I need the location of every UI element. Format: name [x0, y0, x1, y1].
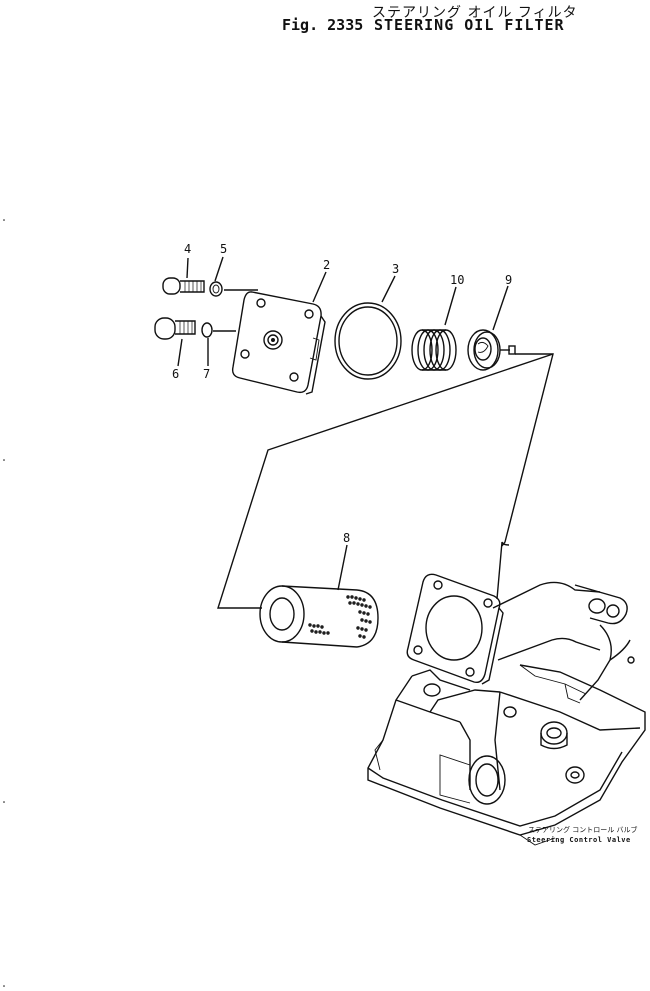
callout-5: 5 [220, 242, 228, 256]
valve-label-english: Steering Control Valve [527, 836, 631, 844]
filter-element-part-8 [259, 585, 379, 648]
leader-6 [177, 338, 183, 367]
leader-9 [492, 285, 509, 331]
valve-part-9 [467, 329, 516, 371]
steering-control-valve-body [367, 541, 646, 846]
title-english: STEERING OIL FILTER [374, 16, 565, 34]
bolt-part-4 [162, 277, 205, 295]
callout-10: 10 [450, 273, 465, 287]
washer-part-5-hole [212, 284, 220, 294]
margin-speck [3, 219, 5, 221]
callout-2: 2 [323, 258, 331, 272]
callout-8: 8 [343, 531, 351, 545]
figure-number: Fig. 2335 [282, 16, 364, 34]
leader-5 [214, 256, 224, 282]
leader-10 [444, 286, 457, 326]
o-ring-part-7 [201, 322, 213, 338]
assembly-line-right [501, 353, 554, 547]
leader-4 [186, 257, 189, 279]
valve-label-japanese: ステアリング コントロール バルブ [528, 826, 638, 834]
margin-speck [3, 459, 5, 461]
spring-part-10 [411, 329, 457, 371]
cover-plate-part-2 [231, 291, 326, 395]
o-ring-part-3 [334, 302, 402, 380]
washer-part-5 [209, 281, 223, 297]
assembly-line-left [217, 353, 554, 609]
callout-6: 6 [172, 367, 180, 381]
callout-9: 9 [505, 273, 513, 287]
leader-lines [177, 256, 554, 609]
title-japanese: ステアリング オイル フィルタ [372, 5, 578, 21]
margin-speck [3, 985, 5, 987]
leader-2 [312, 271, 327, 303]
callout-4: 4 [184, 242, 192, 256]
leader-3 [381, 275, 396, 303]
callout-7: 7 [203, 367, 211, 381]
margin-speck [3, 801, 5, 803]
leader-8 [337, 544, 348, 591]
bolt-part-6 [154, 317, 196, 340]
callout-3: 3 [392, 262, 400, 276]
